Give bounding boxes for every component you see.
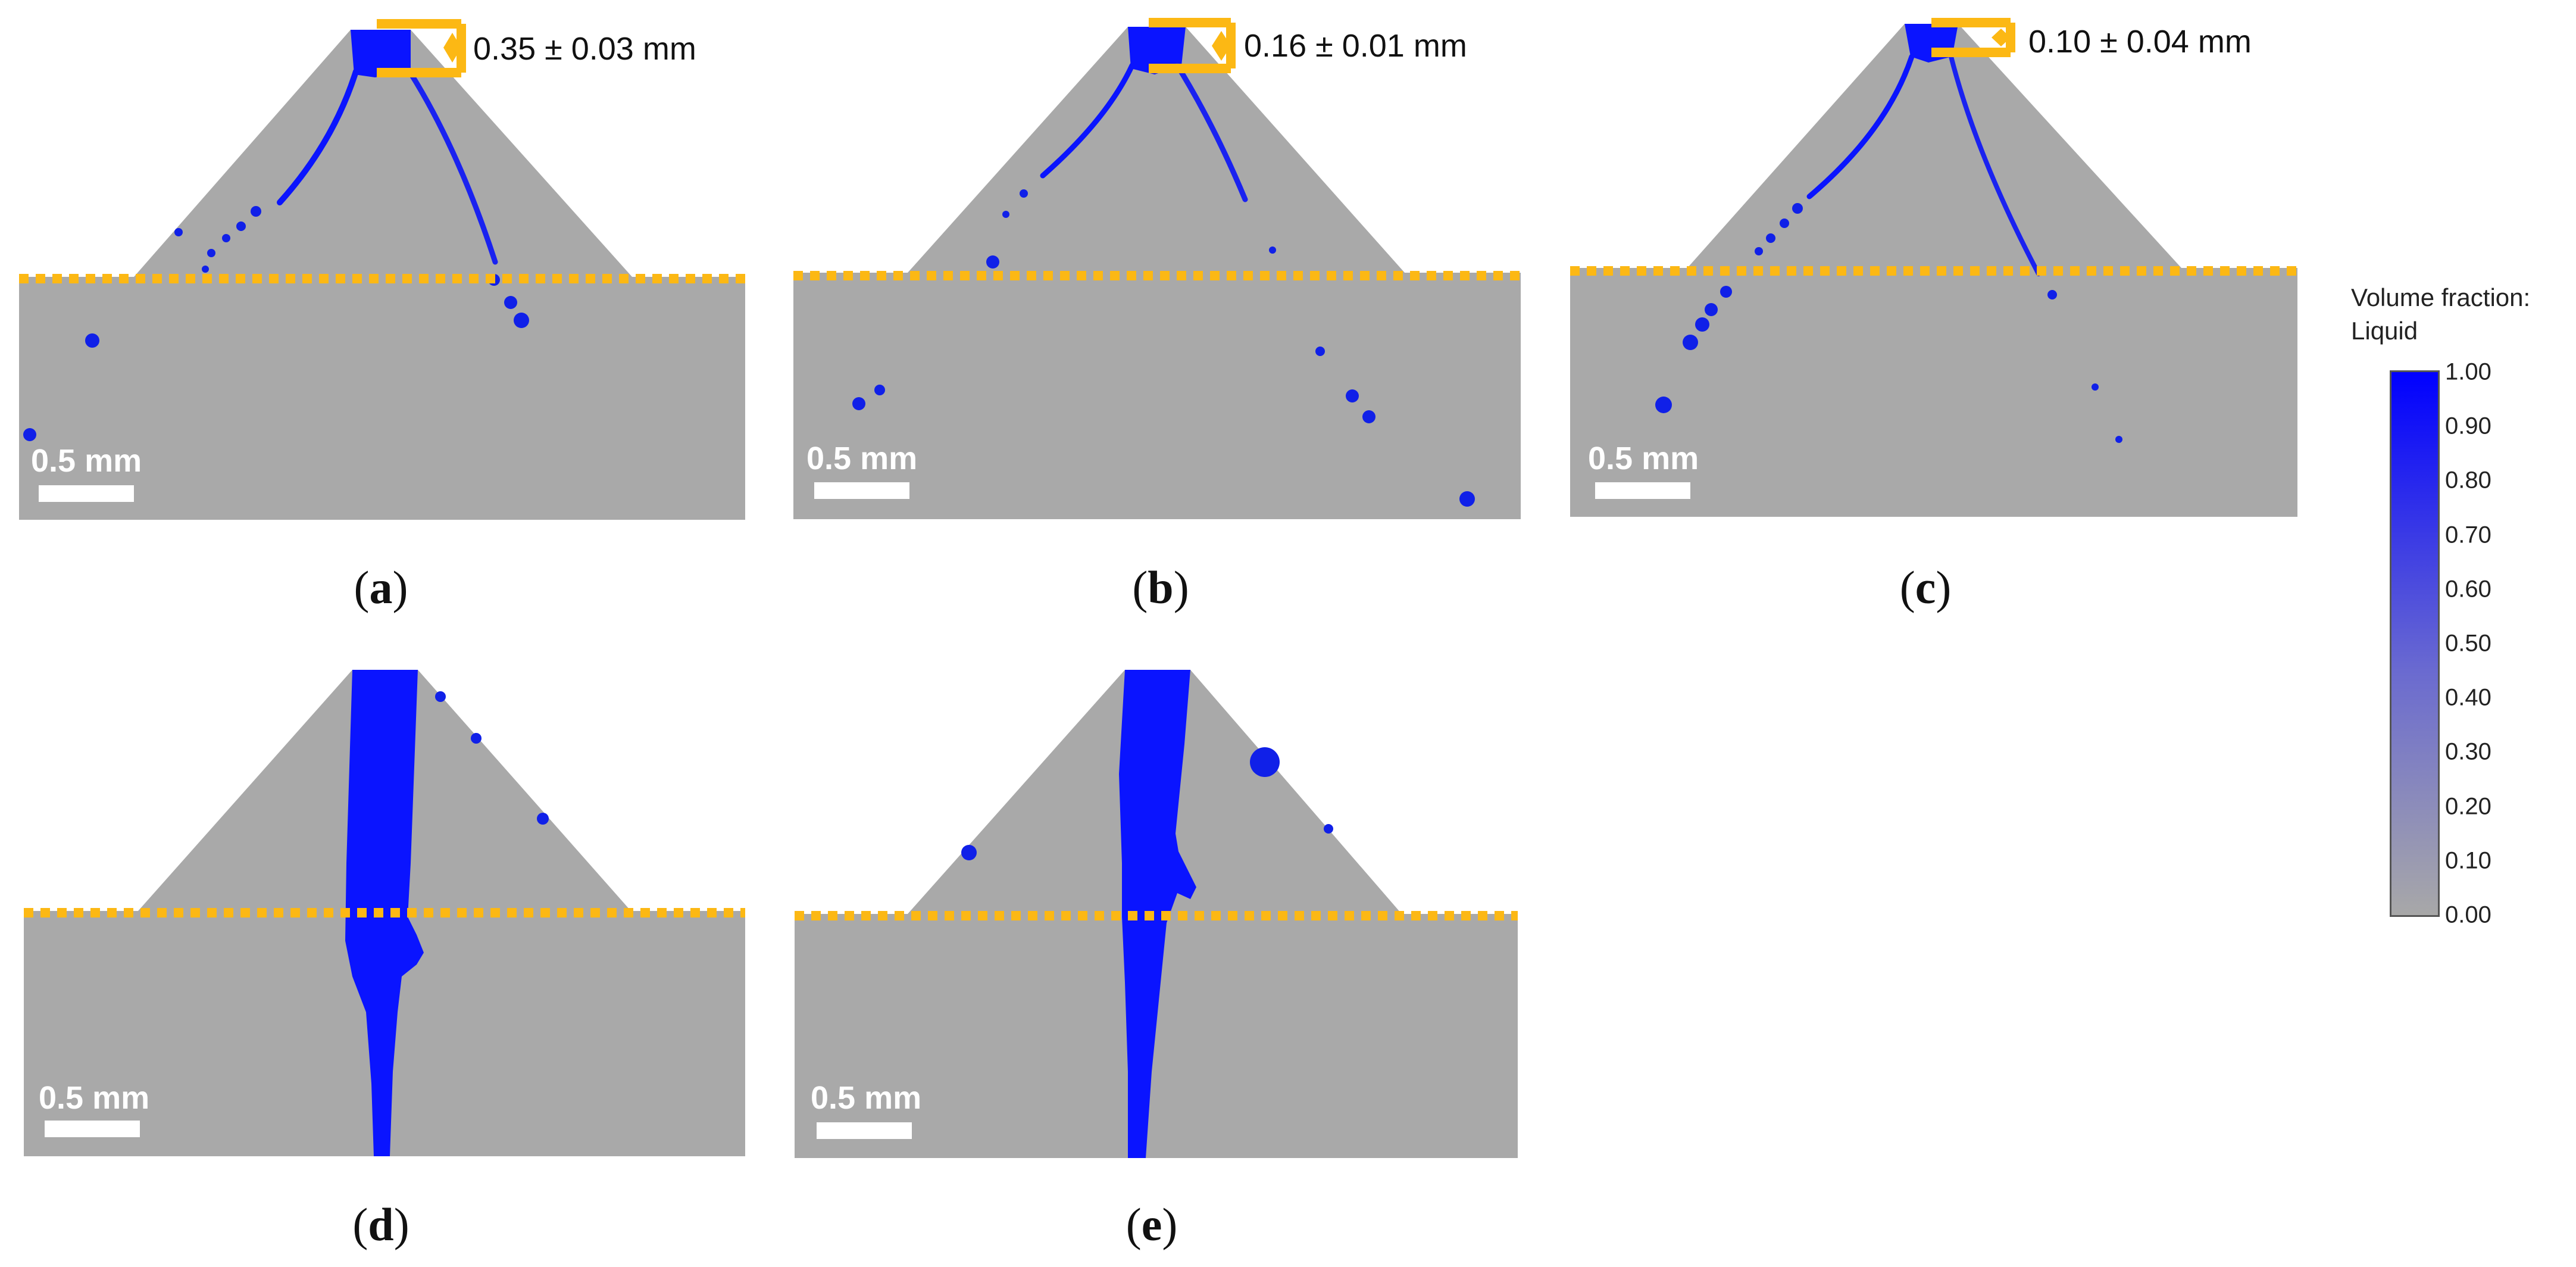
panel-d-droplets (435, 691, 549, 825)
legend-tick-label: 0.30 (2445, 738, 2491, 765)
panel-a-liquid-stream-right (407, 68, 498, 265)
panel-b-scalebar (814, 482, 909, 499)
panel-b-gap-label: 0.16 ± 0.01 mm (1244, 28, 1467, 64)
panel-b-liquid-stream-right (1174, 63, 1248, 202)
panel-c-scalebar (1595, 482, 1690, 499)
caption-e: (e) (1126, 1199, 1178, 1250)
caption-d: (d) (352, 1199, 409, 1250)
caption-c: (c) (1899, 561, 1952, 613)
panel-c-gap-bracket (1931, 18, 2015, 57)
legend-tick-label: 0.10 (2445, 847, 2491, 874)
panel-a-domain (19, 30, 745, 520)
legend-tick-label: 0.20 (2445, 793, 2491, 820)
panel-c-liquid-stream-left (1806, 54, 1915, 199)
panel-b-scale-label: 0.5 mm (806, 441, 917, 476)
legend-tick-label: 0.40 (2445, 684, 2491, 711)
panel-b-droplets (852, 189, 1475, 507)
panel-b-liquid-stream-left (1040, 63, 1135, 179)
legend-tick-label: 0.70 (2445, 522, 2491, 548)
legend-tick-label: 0.80 (2445, 467, 2491, 494)
legend-title-line2: Liquid (2351, 317, 2418, 345)
legend-tick-label: 0.90 (2445, 413, 2491, 439)
caption-a: (a) (354, 561, 408, 613)
panel-d-liquid-jet (345, 670, 424, 1156)
legend-tick-label: 0.60 (2445, 576, 2491, 603)
legend-tick-label: 1.00 (2445, 358, 2491, 385)
legend-title: Volume fraction: Liquid (2351, 281, 2530, 348)
panel-a-liquid-core (351, 30, 411, 77)
panel-b-liquid-core (1128, 27, 1186, 74)
panel-a-scale-label: 0.5 mm (31, 443, 142, 479)
panel-b-gap-bracket (1149, 18, 1236, 73)
panel-a-gap-label: 0.35 ± 0.03 mm (473, 31, 696, 67)
panel-c-gap-label: 0.10 ± 0.04 mm (2028, 24, 2252, 60)
legend-tick-label: 0.00 (2445, 901, 2491, 928)
panel-e-scalebar (817, 1122, 912, 1139)
panel-c-liquid-stream-right (1949, 54, 2041, 276)
panel-c-scale-label: 0.5 mm (1588, 441, 1699, 476)
legend-title-line1: Volume fraction: (2351, 283, 2531, 311)
panel-d-scalebar (45, 1121, 140, 1137)
legend-colorbar (2390, 370, 2440, 917)
panel-a-liquid-stream-left (277, 68, 359, 205)
caption-b: (b) (1132, 561, 1189, 613)
panel-d-scale-label: 0.5 mm (39, 1080, 149, 1116)
panel-a-scalebar (39, 485, 134, 502)
panel-e-liquid-jet (1119, 670, 1196, 1158)
panel-a-gap-bracket (377, 19, 466, 77)
panel-b-domain (793, 27, 1521, 519)
panel-c-domain (1570, 24, 2297, 517)
panel-e-scale-label: 0.5 mm (811, 1080, 921, 1116)
panel-c-droplets (1655, 203, 2122, 443)
legend-tick-label: 0.50 (2445, 630, 2491, 657)
panel-e-droplets (961, 747, 1333, 860)
